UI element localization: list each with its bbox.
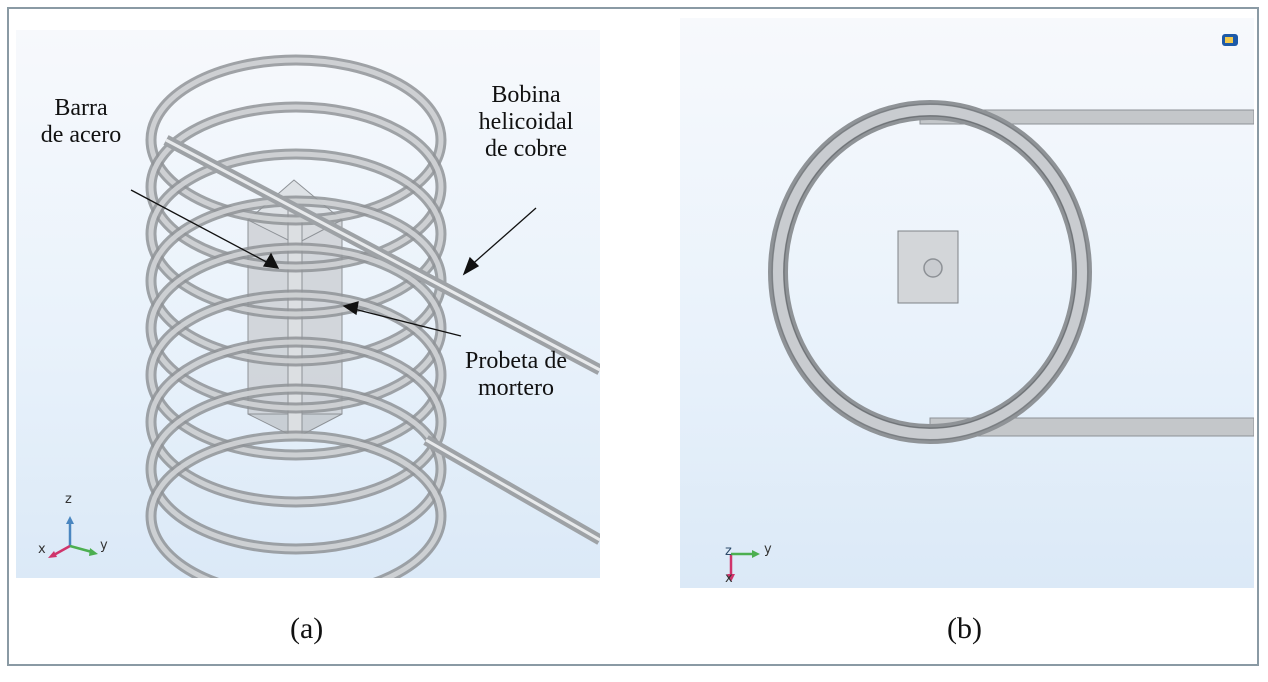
render-mode-icon[interactable] — [1222, 34, 1238, 46]
mortar-specimen-top — [897, 230, 959, 304]
coil-turn — [148, 386, 444, 552]
label-copper-coil: Bobina helicoidal de cobre — [478, 82, 574, 162]
coil-turn — [148, 245, 444, 411]
axis-z-label: z — [725, 544, 732, 559]
coil-ring-top — [768, 100, 1092, 444]
axis-x-label: x — [38, 542, 46, 557]
arrow-copper-coil — [467, 207, 537, 269]
axis-x-label: x — [725, 571, 733, 586]
axis-y-label: y — [764, 542, 772, 557]
axis-y-label: y — [100, 538, 108, 553]
coil-turn — [148, 151, 444, 317]
coil-turn — [148, 339, 444, 505]
coil-isometric-drawing — [48, 54, 600, 578]
axis-z-label: z — [65, 492, 72, 507]
arrow-steel-bar — [130, 189, 275, 267]
coil-top-drawing — [727, 34, 1254, 582]
axis-triad-a — [48, 516, 98, 558]
coil-turn — [148, 104, 444, 270]
arrow-mortar — [349, 307, 462, 337]
caption-a: (a) — [290, 612, 324, 645]
steel-bar-top — [923, 258, 943, 278]
coil-turn — [148, 57, 444, 223]
coil-turn — [148, 292, 444, 458]
label-mortar-specimen: Probeta de mortero — [465, 348, 567, 401]
caption-b: (b) — [947, 612, 982, 645]
label-steel-bar: Barra de acero — [40, 95, 122, 148]
axis-triad-b — [727, 550, 760, 582]
helical-coil — [145, 54, 447, 578]
coil-turn — [148, 433, 444, 578]
annotation-arrows — [130, 189, 537, 337]
panel-a-isometric-view: Barra de acero Bobina helicoidal de cobr… — [16, 30, 600, 578]
panel-b-top-view: z y x — [680, 18, 1254, 588]
